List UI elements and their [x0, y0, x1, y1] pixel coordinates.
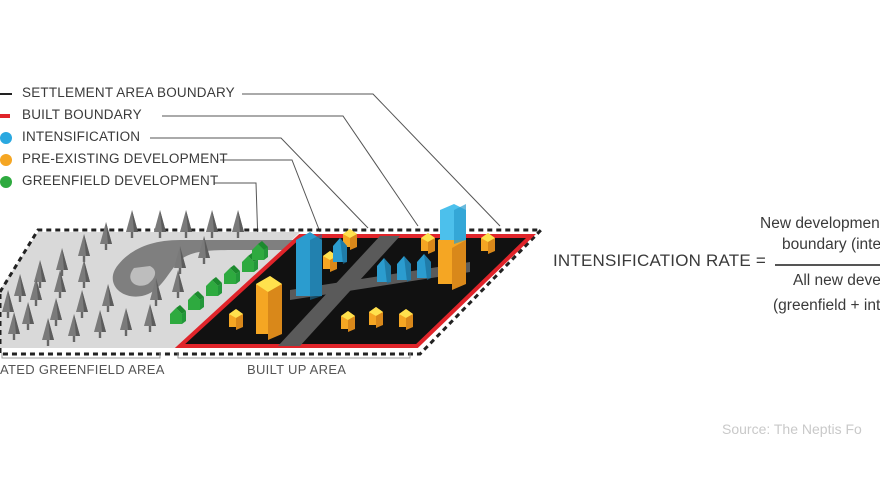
built-up-area-label: BUILT UP AREA — [247, 362, 347, 377]
intensification-buildings — [296, 204, 466, 300]
formula-denominator-line2: (greenfield + inten — [773, 297, 880, 314]
red-line-icon — [0, 114, 10, 118]
blue-dot-icon — [0, 132, 12, 144]
area-brackets — [1, 353, 411, 359]
green-dot-icon — [0, 176, 12, 188]
legend-label: GREENFIELD DEVELOPMENT — [22, 173, 219, 188]
dashed-line-icon — [0, 93, 12, 95]
legend-label: BUILT BOUNDARY — [22, 107, 142, 122]
pre-existing-buildings — [229, 229, 495, 340]
formula-denominator-line1: All new develop — [793, 272, 880, 289]
leader-lines — [150, 93, 501, 245]
orange-dot-icon — [0, 154, 12, 166]
formula-numerator-line2: boundary (intensi — [782, 236, 880, 253]
formula-label: INTENSIFICATION RATE = — [553, 251, 766, 270]
formula-numerator-line1: New development ins — [760, 215, 880, 232]
legend-label: PRE-EXISTING DEVELOPMENT — [22, 151, 228, 166]
fraction-bar — [775, 264, 880, 266]
greenfield-path — [112, 240, 300, 297]
legend-label: SETTLEMENT AREA BOUNDARY — [22, 85, 235, 100]
greenfield-area-label: ATED GREENFIELD AREA — [0, 362, 165, 377]
legend-label: INTENSIFICATION — [22, 129, 141, 144]
source-credit: Source: The Neptis Fo — [722, 421, 862, 437]
